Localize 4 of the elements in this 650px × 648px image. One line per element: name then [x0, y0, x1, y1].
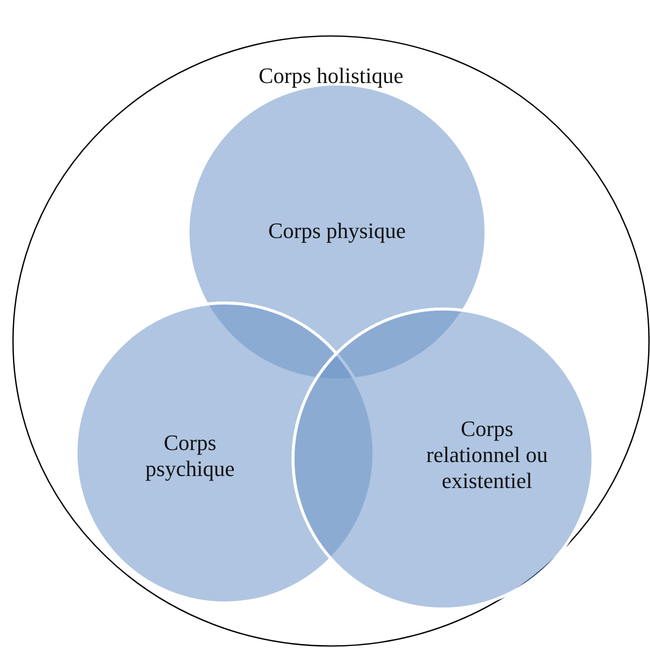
circle-label: Corps physique: [267, 218, 407, 244]
title-label: Corps holistique: [258, 63, 404, 89]
circle-label: Corps psychique: [144, 430, 236, 482]
circle-label: Corps relationnel ou existentiel: [425, 416, 549, 494]
